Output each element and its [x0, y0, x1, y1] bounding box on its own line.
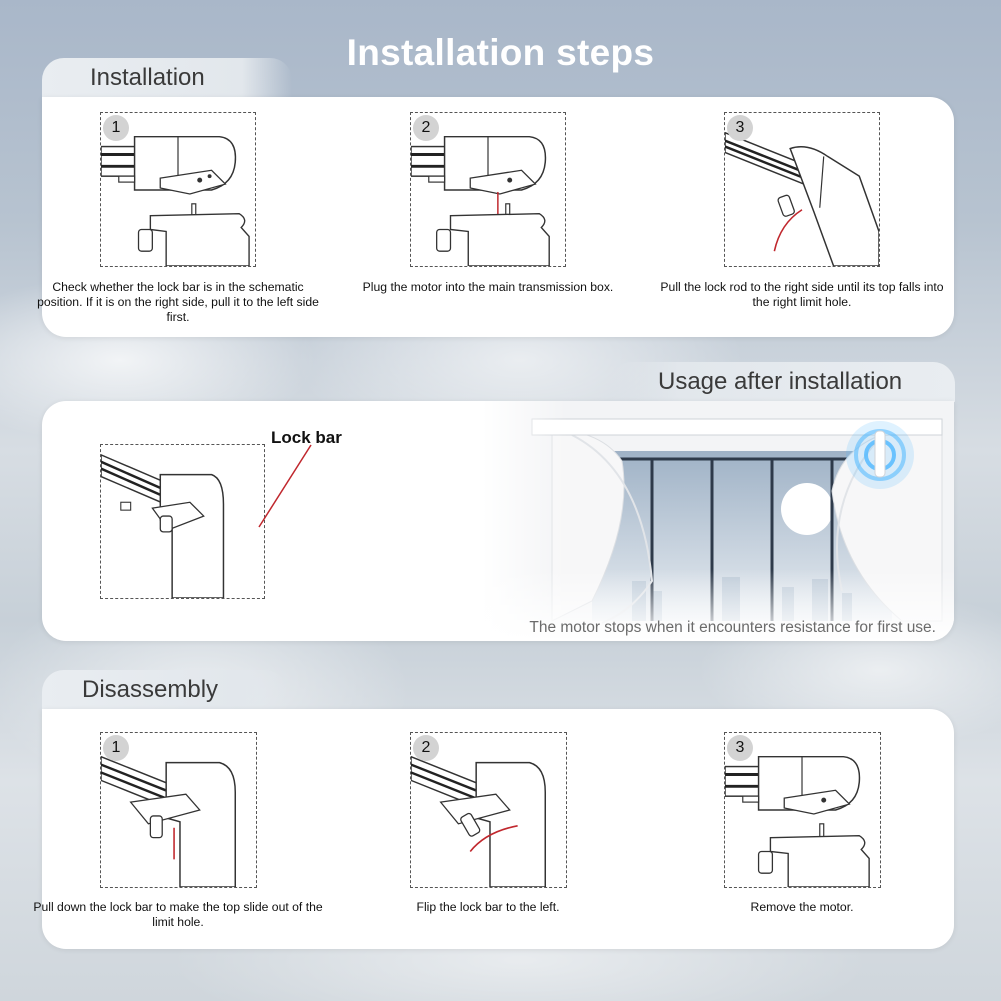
disassembly-step-2-illustration: 2: [410, 732, 567, 888]
step-number-badge: 1: [103, 115, 129, 141]
installation-step-3-illustration: 3: [724, 112, 880, 267]
disassembly-section-tab: Disassembly: [42, 670, 287, 710]
step-number-badge: 3: [727, 115, 753, 141]
step-number-badge: 2: [413, 735, 439, 761]
installation-step-2-caption: Plug the motor into the main transmissio…: [362, 280, 614, 294]
curtain-window-scene: [482, 401, 954, 641]
disassembly-step-1-illustration: 1: [100, 732, 257, 888]
installation-step-1-illustration: 1: [100, 112, 256, 267]
remove-motor-diagram: [725, 755, 870, 887]
installation-section-tab: Installation: [42, 58, 292, 98]
installation-step-2-illustration: 2: [410, 112, 566, 267]
usage-panel: Lock bar: [42, 401, 954, 641]
disassembly-step-2-caption: Flip the lock bar to the left.: [416, 900, 560, 914]
disassembly-step-3-caption: Remove the motor.: [750, 900, 854, 914]
lock-rod-pull-diagram: [725, 131, 879, 266]
disassembly-panel: 1 Pull down the lock bar to make the top…: [33, 709, 954, 949]
step-number-badge: 3: [727, 735, 753, 761]
usage-note: The motor stops when it encounters resis…: [529, 619, 936, 636]
curtain-window-illustration: [482, 401, 954, 641]
disassembly-step-3-illustration: 3: [724, 732, 881, 888]
lock-bar-label: Lock bar: [271, 428, 342, 447]
step-number-badge: 2: [413, 115, 439, 141]
lockbar-pointer-line: [258, 444, 312, 528]
installation-step-1-caption: Check whether the lock bar is in the sch…: [37, 280, 319, 324]
motor-plug-diagram: [411, 135, 550, 266]
wifi-signal-icon: [846, 421, 914, 489]
flip-lockbar-diagram: [411, 755, 547, 887]
step-number-badge: 1: [103, 735, 129, 761]
installation-step-3-caption: Pull the lock rod to the right side unti…: [660, 280, 944, 309]
usage-section-tab: Usage after installation: [610, 362, 955, 402]
page-title: Installation steps: [346, 32, 655, 73]
lockbar-closeup-illustration: [100, 444, 265, 599]
lockbar-closeup-diagram: [101, 454, 225, 598]
pull-down-lockbar-diagram: [101, 755, 237, 887]
installation-panel: 1 Check whether the lock bar is in the s…: [37, 97, 954, 337]
motor-lockbar-diagram: [101, 135, 250, 266]
disassembly-step-1-caption: Pull down the lock bar to make the top s…: [33, 900, 323, 929]
